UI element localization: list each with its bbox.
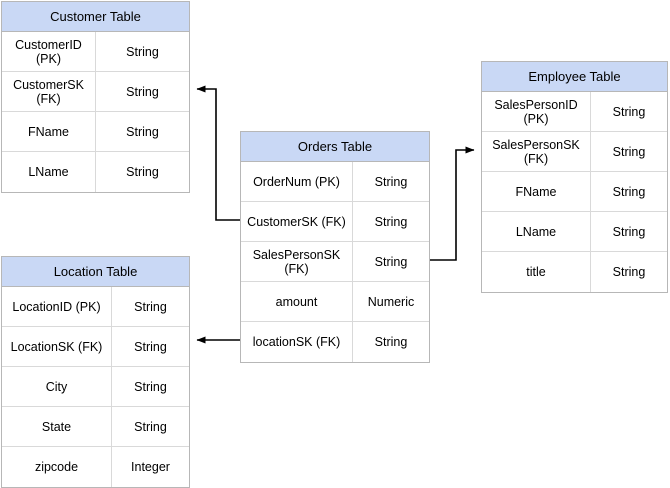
table-row: State String xyxy=(2,407,189,447)
field-type: String xyxy=(612,104,646,119)
table-row: FName String xyxy=(482,172,667,212)
field-name: CustomerSK (FK) xyxy=(2,72,96,111)
field-type: Integer xyxy=(131,460,170,474)
table-title-orders: Orders Table xyxy=(241,132,429,162)
field-name: zipcode xyxy=(2,447,112,487)
connector-orders-customerSK-to-customer xyxy=(196,85,240,221)
field-name: LName xyxy=(2,152,96,192)
table-title-employee: Employee Table xyxy=(482,62,667,92)
table-row: LocationSK (FK) String xyxy=(2,327,189,367)
table-row: CustomerSK (FK) String xyxy=(241,202,429,242)
field-name: City xyxy=(2,367,112,406)
connector-orders-salespersonSK-to-employee xyxy=(430,146,475,261)
table-row: CustomerID (PK) String xyxy=(2,32,189,72)
field-name: State xyxy=(2,407,112,446)
field-type: String xyxy=(134,339,167,354)
field-type: String xyxy=(374,335,408,349)
field-type: String xyxy=(126,165,159,179)
field-type: String xyxy=(126,124,159,139)
field-type: String xyxy=(612,144,646,159)
field-name: title xyxy=(482,252,591,292)
table-row: SalesPersonID (PK) String xyxy=(482,92,667,132)
field-name: CustomerID (PK) xyxy=(2,32,96,71)
field-type: Numeric xyxy=(367,294,415,309)
table-row: City String xyxy=(2,367,189,407)
field-name: LocationSK (FK) xyxy=(2,327,112,366)
table-row: amount Numeric xyxy=(241,282,429,322)
table-row: SalesPersonSK (FK) String xyxy=(482,132,667,172)
table-title-location: Location Table xyxy=(2,257,189,287)
field-name: OrderNum (PK) xyxy=(241,162,353,201)
table-row: title String xyxy=(482,252,667,292)
field-name: locationSK (FK) xyxy=(241,322,353,362)
field-type: String xyxy=(612,184,646,199)
field-name: amount xyxy=(241,282,353,321)
field-name: FName xyxy=(2,112,96,151)
table-row: LocationID (PK) String xyxy=(2,287,189,327)
field-name: SalesPersonSK (FK) xyxy=(241,242,353,281)
field-type: String xyxy=(134,419,167,434)
table-row: LName String xyxy=(482,212,667,252)
field-name: LName xyxy=(482,212,591,251)
field-type: String xyxy=(126,84,159,99)
field-type: String xyxy=(374,214,408,229)
table-row: FName String xyxy=(2,112,189,152)
field-name: LocationID (PK) xyxy=(2,287,112,326)
field-name: SalesPersonID (PK) xyxy=(482,92,591,131)
table-row: locationSK (FK) String xyxy=(241,322,429,362)
field-name: SalesPersonSK (FK) xyxy=(482,132,591,171)
field-type: String xyxy=(374,254,408,269)
table-title-customer: Customer Table xyxy=(2,2,189,32)
table-row: SalesPersonSK (FK) String xyxy=(241,242,429,282)
table-row: OrderNum (PK) String xyxy=(241,162,429,202)
field-name: CustomerSK (FK) xyxy=(241,202,353,241)
field-type: String xyxy=(612,224,646,239)
table-row: zipcode Integer xyxy=(2,447,189,487)
field-type: String xyxy=(612,265,646,279)
field-type: String xyxy=(374,174,408,189)
field-type: String xyxy=(134,299,167,314)
field-type: String xyxy=(126,44,159,59)
table-row: CustomerSK (FK) String xyxy=(2,72,189,112)
field-type: String xyxy=(134,379,167,394)
field-name: FName xyxy=(482,172,591,211)
table-row: LName String xyxy=(2,152,189,192)
